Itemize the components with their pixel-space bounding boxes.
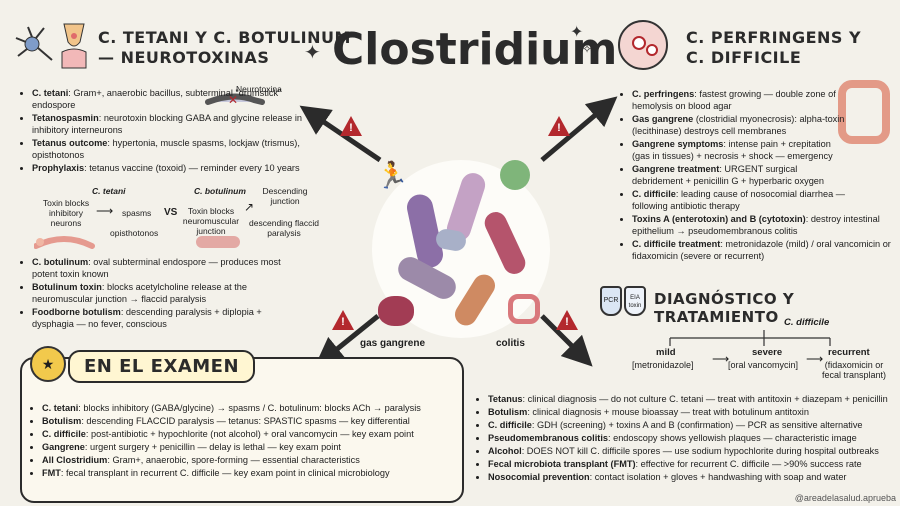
list-item: C. difficile treatment: metronidazole (m… (632, 238, 892, 262)
list-item: Botulism: clinical diagnosis + mouse bio… (488, 406, 900, 418)
list-item: Fecal microbiota transplant (FMT): effec… (488, 458, 900, 470)
list-item: Toxins A (enterotoxin) and B (cytotoxin)… (632, 213, 892, 237)
synapse-icon (56, 22, 92, 74)
neurotoxin-label: Neurotoxina (236, 84, 282, 94)
section-title-neurotoxins: C. TETANI Y C. BOTULINUM— NEUROTOXINAS (98, 28, 351, 67)
arrow-to-perfringens (540, 96, 618, 162)
neurotoxin-diagram: ✕ (204, 82, 294, 116)
list-item: Botulinum toxin: blocks acetylcholine re… (32, 281, 302, 305)
label-colitis: colitis (496, 338, 525, 349)
svg-text:✕: ✕ (228, 93, 238, 107)
intestine-icon (838, 80, 890, 144)
arrow-icon: ⟶ (712, 352, 730, 366)
list-item: Gas gangrene (clostridial myonecrosis): … (632, 113, 850, 137)
diagram-botulinum-cause: Toxin blocks neuromuscular junction (182, 206, 240, 236)
tree-level-mild: mild (656, 347, 676, 358)
sparkle-icon: ✧ (582, 42, 593, 56)
exam-label: EN EL EXAMEN (68, 350, 256, 383)
tree-level-severe: severe (752, 347, 783, 358)
list-item: Tetanus: clinical diagnosis — do not cul… (488, 393, 900, 405)
diagram-tetani-effect: spasms (122, 208, 152, 218)
list-item: Gangrene: urgent surgery + penicillin — … (42, 441, 470, 453)
diagram-tetani-result: opisthotonos (110, 228, 159, 238)
gangrene-tissue-icon (378, 296, 414, 326)
bacterium-with-flagella-icon (500, 160, 530, 190)
arrow-to-diagnosis (540, 314, 593, 367)
sparkle-icon: ✦ (304, 42, 321, 64)
tree-rx-recurrent: (fidaxomicin or fecal transplant) (821, 360, 887, 380)
list-item: Tetanospasmin: neurotoxin blocking GABA … (32, 112, 302, 136)
section-title-diagnosis: DIAGNÓSTICO Y TRATAMIENTO (654, 290, 795, 326)
diagram-botulinum-effect: Descending junction (262, 186, 308, 206)
tree-level-recurrent: recurrent (828, 347, 870, 358)
diagram-tetani-cause: Toxin blocks inhibitory neurons (42, 198, 90, 228)
decision-tree-lines (669, 330, 831, 346)
list-item: FMT: fecal transplant in recurrent C. di… (42, 467, 470, 479)
nmj-icon (196, 236, 240, 248)
eia-tube-icon: EIA toxin (624, 286, 646, 316)
list-item: Gangrene symptoms: intense pain + crepit… (632, 138, 850, 162)
patient-spasm-icon (33, 230, 96, 250)
agar-plate-icon (618, 20, 668, 70)
diagram-vs: VS (164, 207, 178, 218)
tree-root: C. difficile (784, 317, 830, 328)
list-item: C. difficile: post-antibiotic + hypochlo… (42, 428, 470, 440)
list-item: C. difficile: leading cause of nosocomia… (632, 188, 850, 212)
list-item: C. tetani: blocks inhibitory (GABA/glyci… (42, 402, 470, 414)
sparkle-icon: ✦ (570, 24, 584, 41)
colon-icon (508, 294, 540, 324)
list-item: Foodborne botulism: descending paralysis… (32, 306, 302, 330)
exam-list: C. tetani: blocks inhibitory (GABA/glyci… (30, 402, 470, 480)
page-title: Clostridium (332, 24, 618, 75)
list-item: C. perfringens: fastest growing — double… (632, 88, 850, 112)
diagram-botulinum-result: descending flaccid paralysis (249, 218, 319, 238)
diagram-tetani-title: C. tetani (92, 186, 126, 196)
label-gas-gangrene: gas gangrene (360, 338, 426, 349)
list-item: Gangrene treatment: URGENT surgical debr… (632, 163, 850, 187)
list-item: C. difficile: GDH (screening) + toxins A… (488, 419, 900, 431)
credit-handle: @areadelasalud.aprueba (794, 493, 896, 503)
botulinum-list: C. botulinum: oval subterminal endospore… (20, 256, 302, 331)
tree-rx-mild: [metronidazole] (632, 360, 694, 370)
tetani-list: C. tetani: Gram+, anaerobic bacillus, su… (20, 87, 302, 175)
colony-icon (632, 36, 646, 50)
list-item: Pseudomembranous colitis: endoscopy show… (488, 432, 900, 444)
list-item: Prophylaxis: tetanus vaccine (toxoid) — … (32, 162, 302, 174)
list-item: Nosocomial prevention: contact isolation… (488, 471, 900, 483)
diagram-botulinum-title: C. botulinum (194, 186, 246, 196)
arrow-to-exam (314, 314, 380, 368)
award-medal-icon: ★ (30, 346, 66, 382)
arrow-icon: ↗ (244, 200, 255, 214)
list-item: Botulism: descending FLACCID paralysis —… (42, 415, 470, 427)
list-item: Tetanus outcome: hypertonia, muscle spas… (32, 137, 302, 161)
perfringens-list: C. perfringens: fastest growing — double… (620, 88, 891, 263)
diagnosis-list: Tetanus: clinical diagnosis — do not cul… (476, 393, 900, 484)
neuron-icon (14, 24, 54, 64)
arrow-icon: ⟶ (806, 352, 824, 366)
running-person-icon: 🏃 (376, 160, 409, 190)
arrow-to-neurotoxins (299, 105, 382, 163)
colony-icon (646, 44, 658, 56)
list-item: Alcohol: DOES NOT kill C. difficile spor… (488, 445, 900, 457)
arrow-icon: ⟶ (96, 204, 114, 218)
list-item: All Clostridium: Gram+, anaerobic, spore… (42, 454, 470, 466)
tree-rx-severe: [oral vancomycin] (728, 360, 799, 370)
list-item: C. tetani: Gram+, anaerobic bacillus, su… (32, 87, 302, 111)
list-item: C. botulinum: oval subterminal endospore… (32, 256, 302, 280)
pcr-tube-icon: PCR (600, 286, 622, 316)
